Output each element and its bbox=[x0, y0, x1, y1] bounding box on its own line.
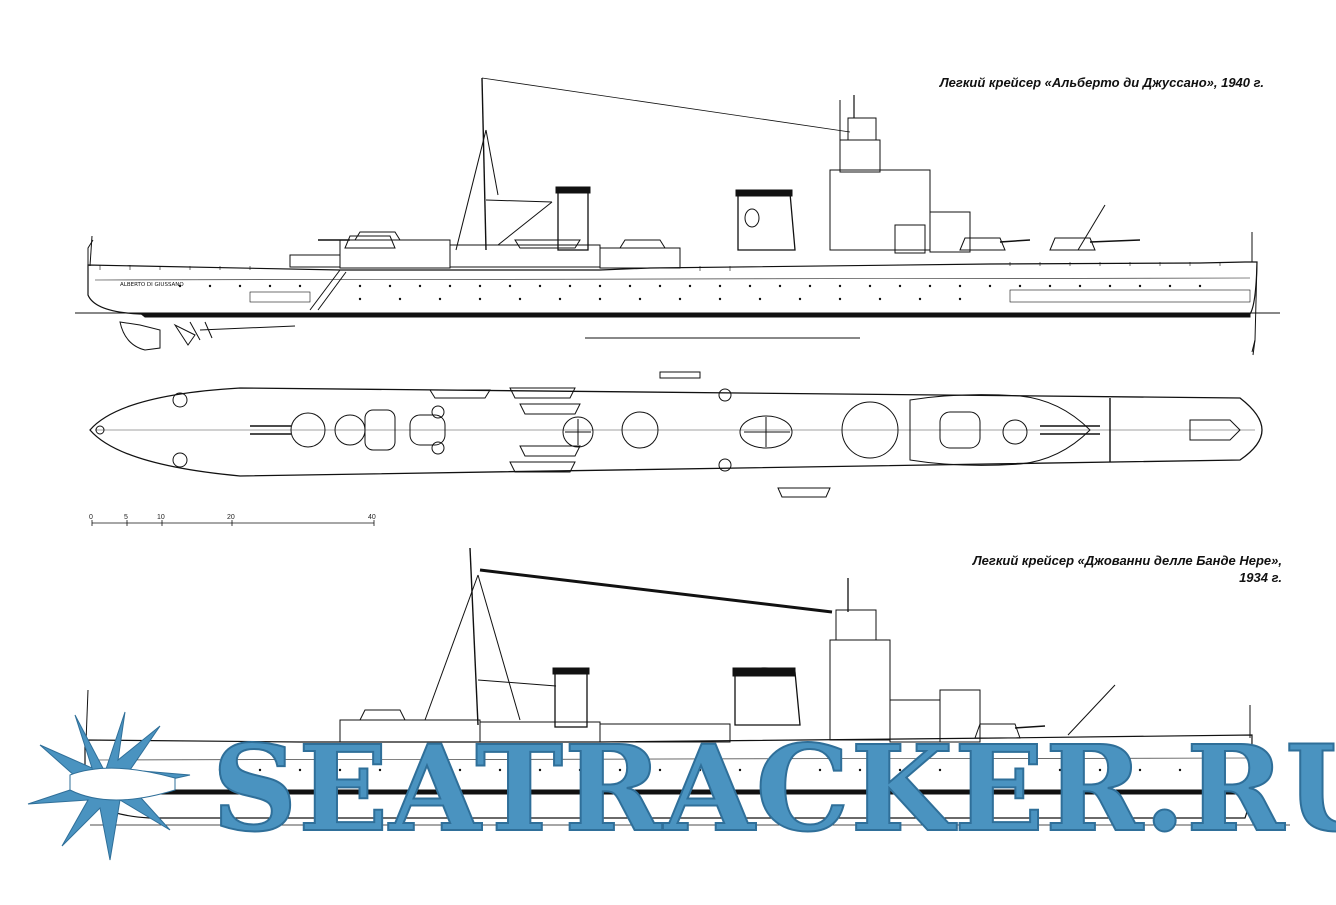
scale-label-20: 20 bbox=[227, 514, 235, 521]
scale-label-0: 0 bbox=[89, 514, 93, 521]
watermark-text: SEATRACKER.RU bbox=[211, 719, 1336, 858]
scale-label-5: 5 bbox=[124, 514, 128, 521]
watermark-starburst bbox=[27, 711, 191, 861]
scale-label-40: 40 bbox=[368, 514, 376, 521]
ship2-caption: Легкий крейсер «Джованни делле Банде Нер… bbox=[862, 552, 1282, 586]
ship2-caption-line1: Легкий крейсер «Джованни делле Банде Нер… bbox=[972, 553, 1282, 568]
ship1-side-profile bbox=[75, 77, 1280, 356]
ship1-deck-plan bbox=[89, 371, 1263, 498]
ship2-caption-line2: 1934 г. bbox=[1239, 570, 1282, 585]
scale-bar bbox=[91, 520, 375, 526]
scale-label-10: 10 bbox=[157, 514, 165, 521]
ship1-caption: Легкий крейсер «Альберто ди Джуссано», 1… bbox=[939, 75, 1264, 90]
ship1-hull-name: ALBERTO DI GIUSSANO bbox=[120, 282, 184, 288]
